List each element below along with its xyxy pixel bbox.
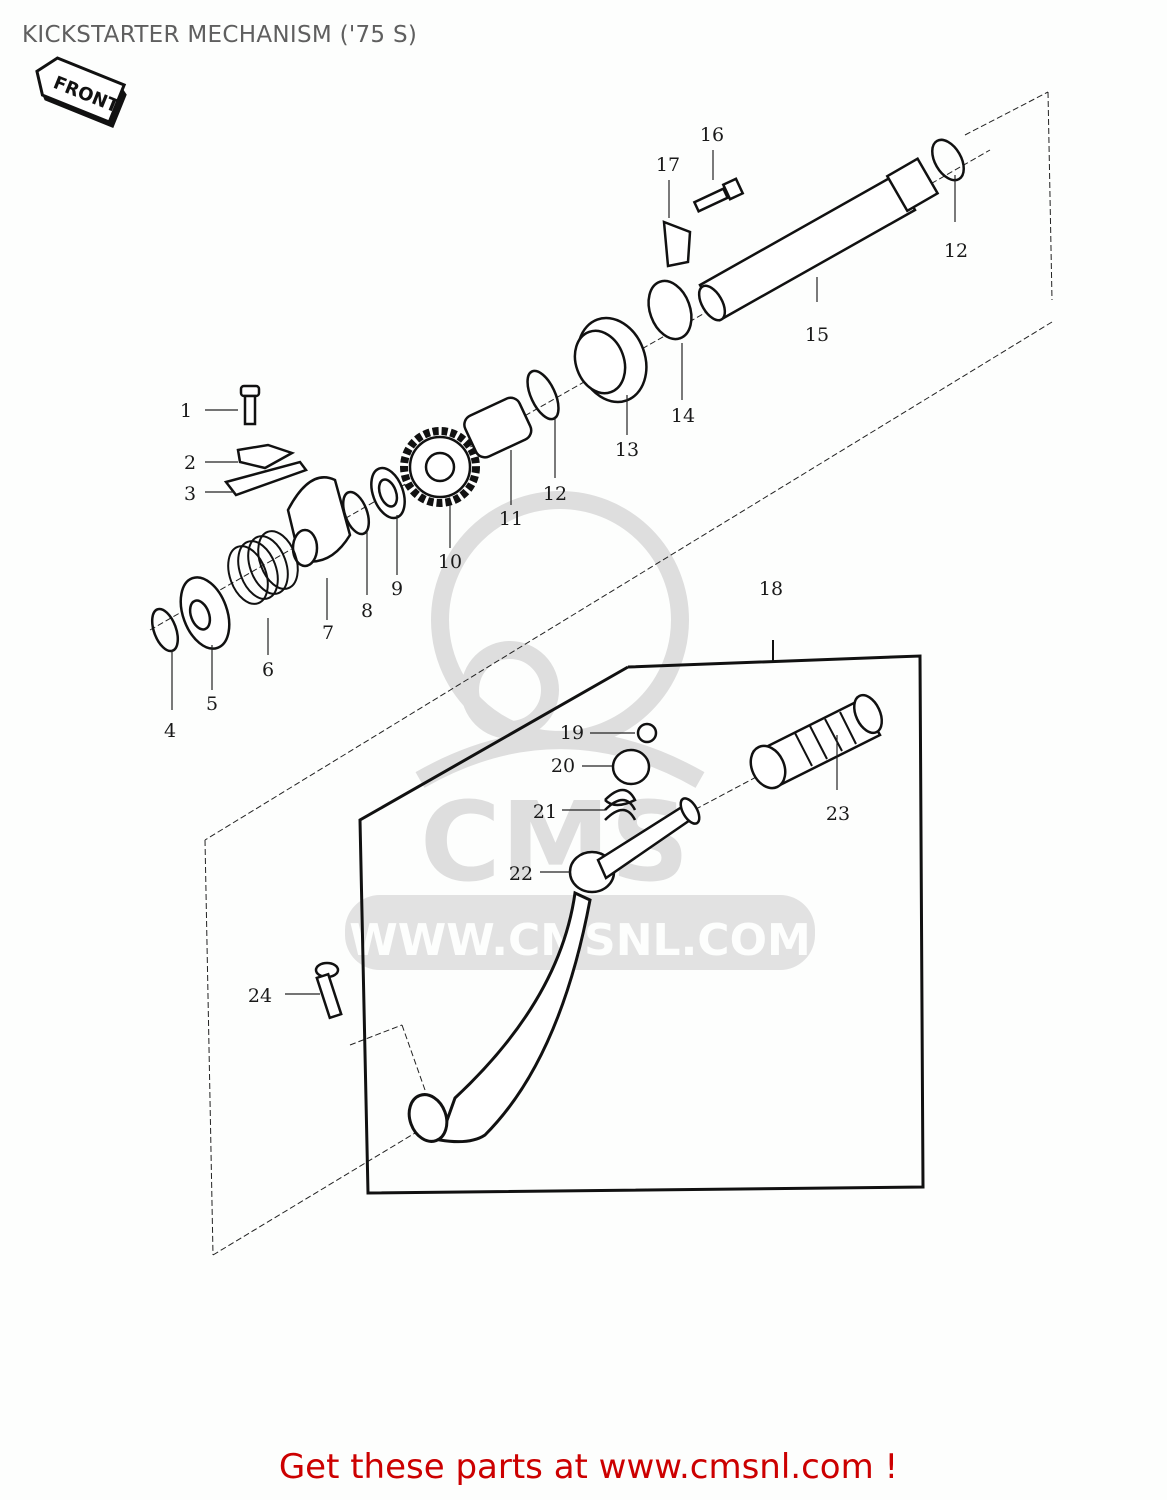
front-arrow-icon: FRONT [35,56,127,129]
part-label[interactable]: 8 [361,600,373,622]
part-label[interactable]: 14 [671,405,695,427]
part-label[interactable]: 5 [206,693,218,715]
part-label[interactable]: 3 [184,483,196,505]
part-label[interactable]: 1 [180,400,192,422]
part-label[interactable]: 17 [656,154,680,176]
part-label[interactable]: 2 [184,452,196,474]
part-label[interactable]: 24 [248,985,272,1007]
part-label[interactable]: 13 [615,439,639,461]
part-label[interactable]: 6 [262,659,274,681]
part-labels: 1 2 3 4 5 6 7 8 9 10 11 12 13 14 15 16 1… [164,124,968,1007]
cmsnl-link[interactable]: Get these parts at www.cmsnl.com ! [278,1447,899,1487]
part-label[interactable]: 21 [533,801,557,823]
part-label[interactable]: 11 [499,508,523,530]
part-label[interactable]: 4 [164,720,176,742]
part-label[interactable]: 12 [944,240,968,262]
part-label[interactable]: 23 [826,803,850,825]
part-label[interactable]: 15 [805,324,829,346]
diagram-title: KICKSTARTER MECHANISM ('75 S) [22,22,418,48]
part-label[interactable]: 19 [560,722,584,744]
part-label[interactable]: 16 [700,124,724,146]
part-label[interactable]: 18 [759,578,783,600]
footer-promo: Get these parts at www.cmsnl.com ! [0,1447,1167,1487]
part-label[interactable]: 10 [438,551,462,573]
part-label[interactable]: 12 [543,483,567,505]
part-label[interactable]: 20 [551,755,575,777]
part-label[interactable]: 22 [509,863,533,885]
part-label[interactable]: 7 [322,622,334,644]
part-label[interactable]: 9 [391,578,403,600]
